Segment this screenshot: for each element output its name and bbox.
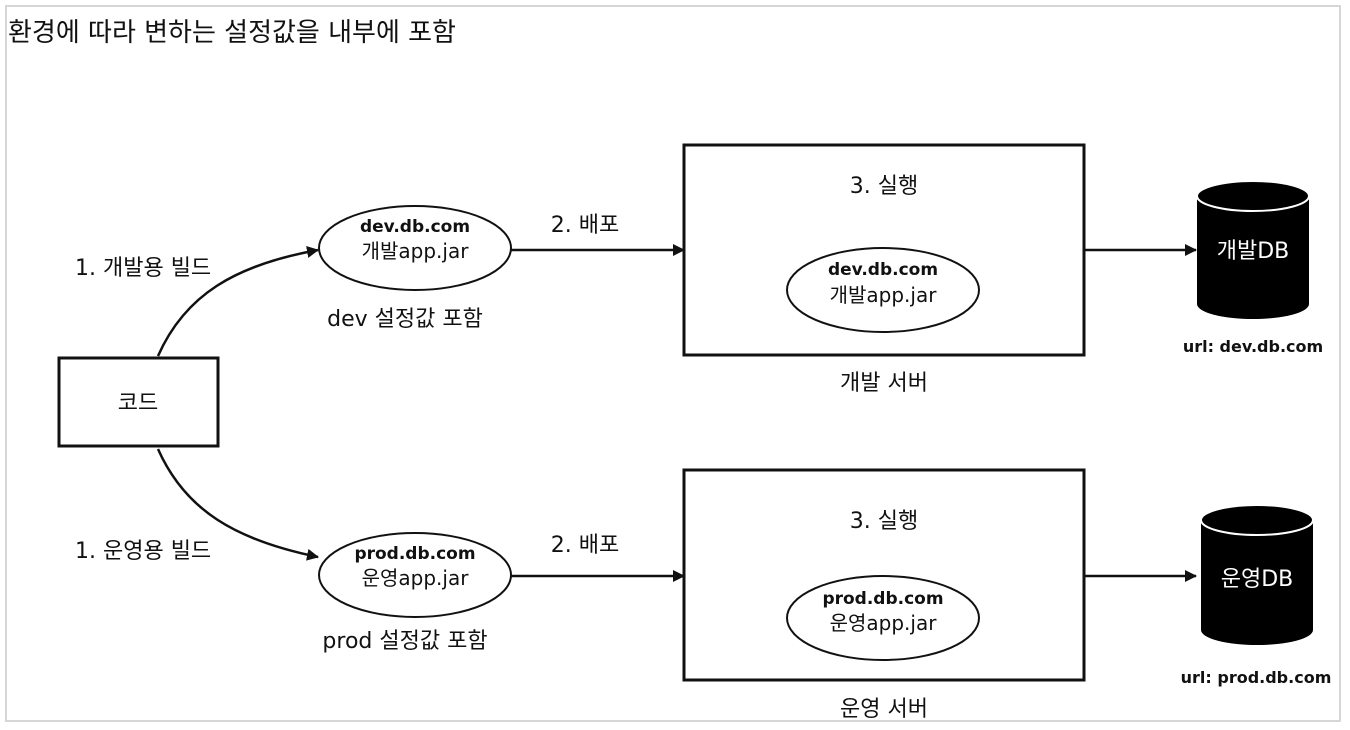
prod-server-caption: 운영 서버 (840, 697, 928, 722)
prod-server-run-label: 3. 실행 (850, 509, 918, 534)
dev-artifact-ellipse (318, 205, 512, 291)
page-title: 환경에 따라 변하는 설정값을 내부에 포함 (8, 18, 456, 48)
diagram-frame (5, 5, 1341, 722)
code-box (57, 356, 220, 448)
dev-deploy-label: 2. 배포 (551, 213, 619, 238)
prod-build-arrow (156, 448, 319, 561)
code-box-label: 코드 (118, 391, 158, 416)
dev-server-caption: 개발 서버 (840, 371, 928, 396)
dev-server-url: dev.db.com (828, 260, 938, 280)
dev-server-jar: 개발app.jar (830, 283, 938, 307)
prod-artifact-caption: prod 설정값 포함 (322, 629, 487, 654)
dev-server-run-label: 3. 실행 (850, 174, 918, 199)
dev-db-label: 개발DB (1217, 239, 1290, 264)
prod-artifact-url: prod.db.com (354, 544, 475, 564)
prod-db-url-label: url: prod.db.com (1181, 668, 1332, 687)
prod-db-label: 운영DB (1221, 567, 1294, 592)
dev-artifact-jar: 개발app.jar (362, 239, 470, 263)
dev-build-label: 1. 개발용 빌드 (75, 256, 211, 281)
dev-db-cylinder-icon (1196, 180, 1310, 319)
dev-build-arrow (156, 246, 319, 357)
prod-server-url: prod.db.com (822, 589, 943, 609)
dev-db-url-label: url: dev.db.com (1183, 337, 1323, 356)
dev-artifact-caption: dev 설정값 포함 (327, 307, 483, 332)
prod-deploy-label: 2. 배포 (551, 533, 619, 558)
dev-artifact-url: dev.db.com (360, 217, 470, 237)
prod-db-cylinder-icon (1200, 504, 1314, 645)
prod-server-jar: 운영app.jar (830, 611, 938, 635)
prod-artifact-jar: 운영app.jar (362, 566, 470, 590)
dev-server-jar-ellipse (786, 247, 980, 333)
prod-build-label: 1. 운영용 빌드 (75, 539, 211, 564)
prod-server-jar-ellipse (786, 575, 980, 661)
